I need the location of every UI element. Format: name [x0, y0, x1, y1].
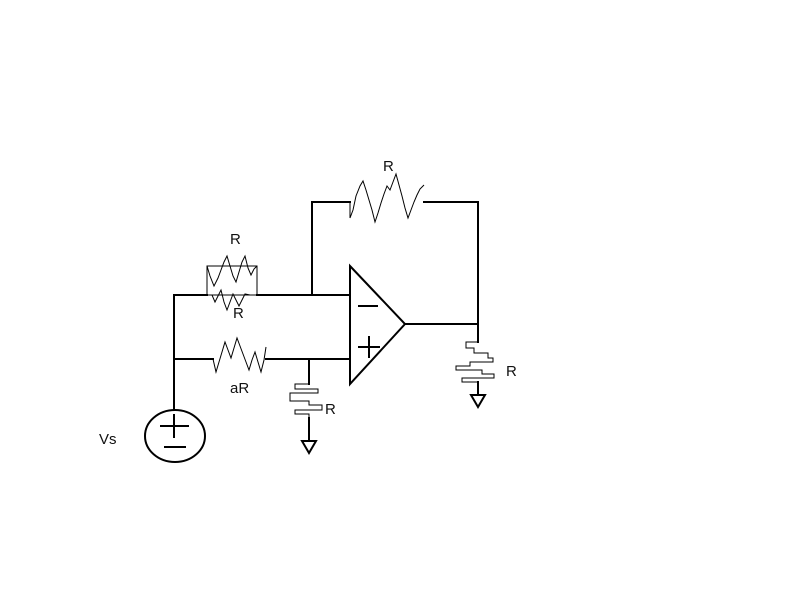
- resistor-plus-ground: [289, 383, 323, 418]
- resistors: [206, 172, 495, 418]
- voltage-source-circle: [144, 409, 206, 463]
- ground-plus-symbol: [300, 440, 318, 455]
- labels: R R R aR R R Vs: [99, 158, 517, 448]
- label-r-plus-ground: R: [325, 401, 336, 418]
- label-r-output-load: R: [506, 363, 517, 380]
- ground-output-symbol: [469, 394, 487, 409]
- op-amp: [349, 263, 407, 387]
- resistor-parallel-bottom: [207, 288, 257, 312]
- wires: [173, 201, 479, 442]
- grounds: [300, 394, 487, 455]
- resistor-feedback: [349, 172, 425, 224]
- voltage-source: [144, 409, 206, 463]
- resistor-parallel-top: [206, 254, 258, 288]
- label-r-input-plus: aR: [230, 380, 249, 397]
- op-amp-triangle: [349, 263, 407, 387]
- resistor-input-plus: [212, 336, 267, 374]
- label-r-parallel-top: R: [230, 231, 241, 248]
- label-source: Vs: [99, 431, 117, 448]
- label-r-feedback: R: [383, 158, 394, 175]
- label-r-parallel-bottom: R: [233, 305, 244, 322]
- resistor-output-load: [455, 341, 495, 383]
- resistor-parallel-frame: [206, 265, 258, 296]
